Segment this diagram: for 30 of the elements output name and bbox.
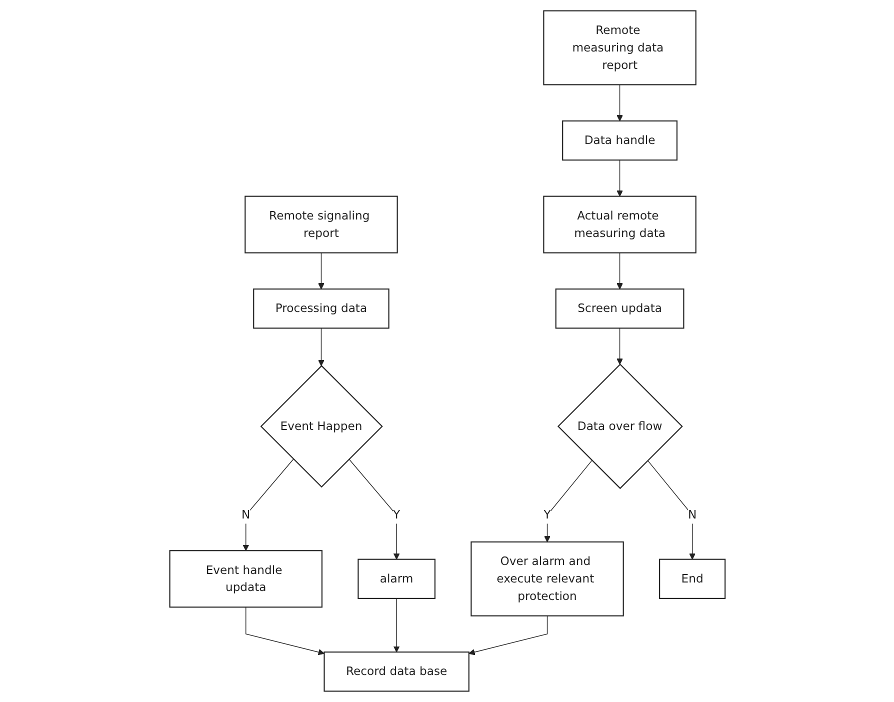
node-box: Screen updata (554, 288, 684, 329)
node-box: Remote signaling report (244, 196, 398, 254)
node-diamond: Event Happen (260, 365, 382, 488)
arrow (348, 458, 400, 560)
arrow (616, 252, 623, 290)
node-box: End (658, 558, 726, 599)
node-box: Event handle updata (168, 550, 322, 608)
edge-label: N (241, 508, 250, 522)
node-box: Actual remote measuring data (542, 196, 696, 254)
arrow (616, 84, 623, 122)
node-box: Over alarm and execute relevant protection (470, 541, 624, 616)
arrow (245, 606, 324, 656)
arrow (392, 598, 400, 652)
arrow (616, 160, 623, 197)
node-box: Data handle (562, 120, 678, 161)
arrow (616, 328, 623, 365)
edge-label: Y (543, 508, 550, 522)
node-box: Processing data (252, 288, 389, 329)
node-diamond: Data over flow (557, 364, 682, 490)
arrow (318, 328, 324, 366)
arrow (242, 458, 294, 551)
edge-label: Y (392, 508, 400, 522)
node-box: Remote measuring data report (542, 10, 696, 86)
node-box: Record data base (323, 652, 469, 692)
arrow (318, 252, 324, 290)
node-box: alarm (357, 558, 436, 599)
arrow (468, 615, 548, 656)
arrow (544, 460, 592, 542)
arrow (646, 460, 696, 560)
edge-label: N (688, 508, 696, 522)
